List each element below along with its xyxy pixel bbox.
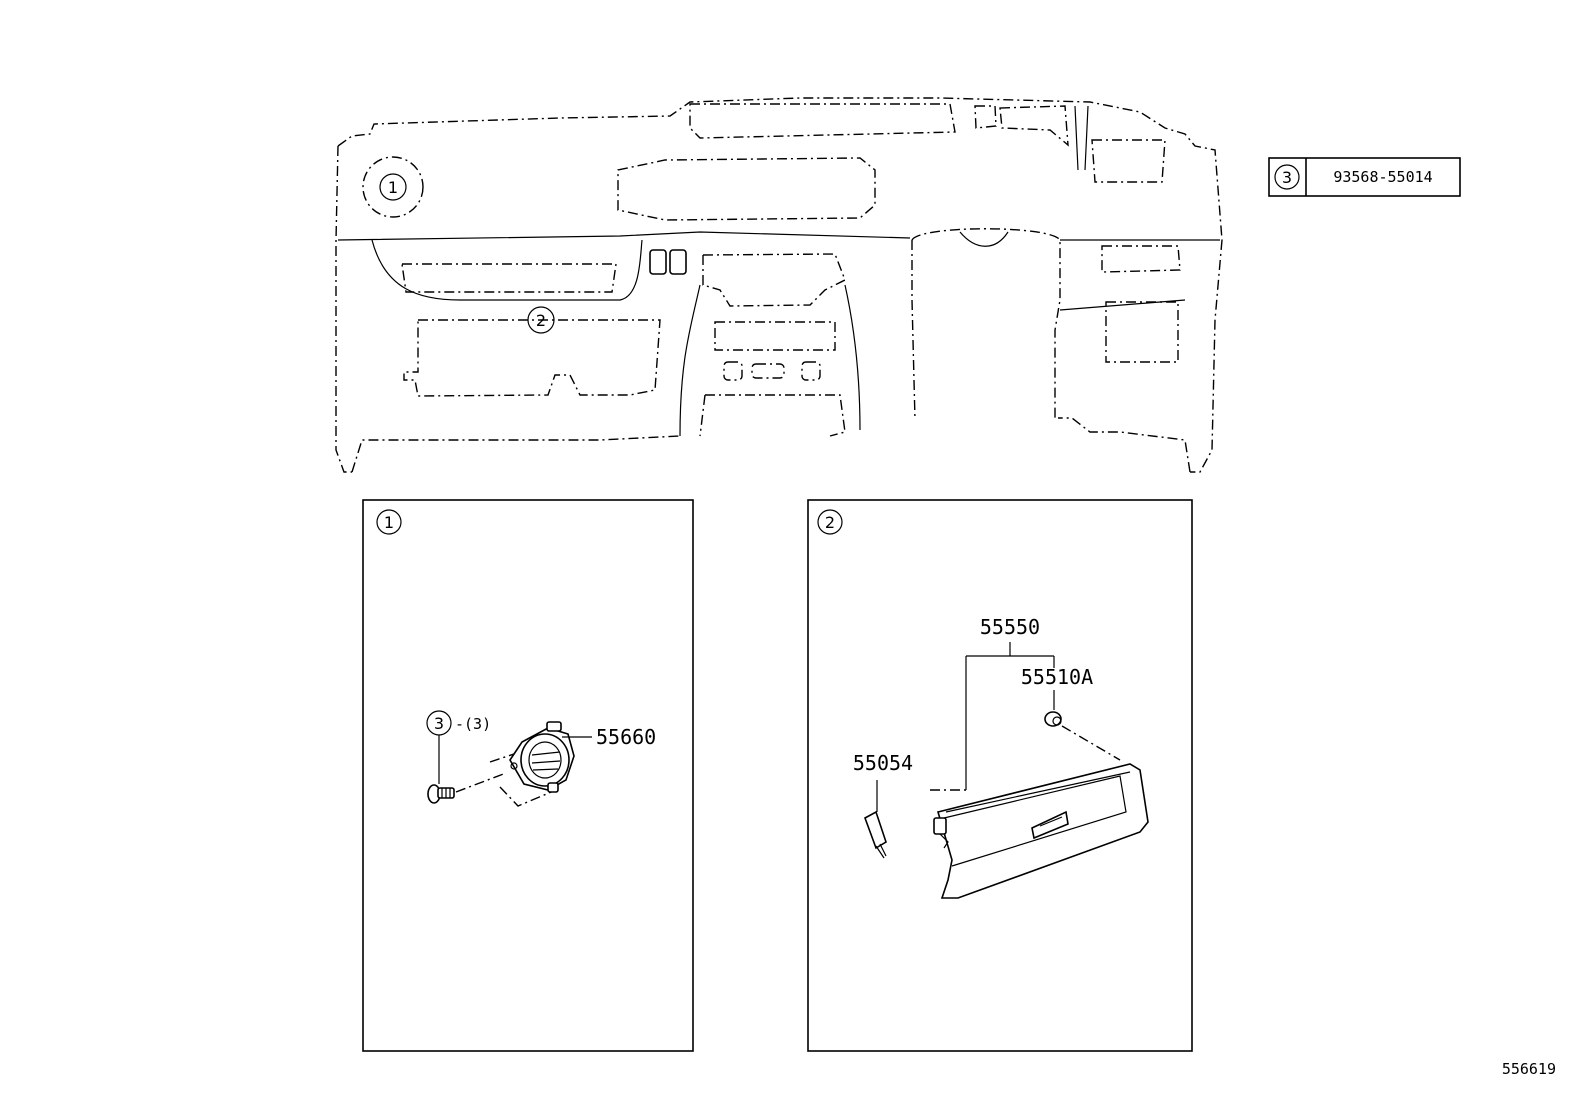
detail-panel-1 (362, 499, 694, 1052)
overview-callout-2 (527, 306, 555, 334)
damper-icon (864, 810, 887, 859)
legend-part-number: 93568-55014 (1333, 168, 1432, 186)
legend-box (1268, 157, 1461, 197)
panel-1-tag: 1 (384, 513, 394, 532)
panel-2-damper-part: 55054 (853, 751, 913, 775)
panel-2-clip-part: 55510A (1021, 665, 1093, 689)
instrument-panel-outline (335, 97, 1223, 473)
overview-callout-2-label: 2 (536, 311, 546, 330)
panel-2-tag: 2 (825, 513, 835, 532)
screw-icon (427, 784, 455, 804)
glove-box-icon (933, 763, 1149, 899)
clip-icon (1044, 711, 1062, 727)
legend-callout-label: 3 (1282, 168, 1292, 187)
panel-2-assembly-part: 55550 (980, 615, 1040, 639)
detail-panel-2 (807, 499, 1193, 1052)
illustration-id: 556619 (1502, 1060, 1556, 1078)
panel-2-tag-circle (817, 509, 843, 535)
panel-1-screw-qty: -(3) (455, 715, 491, 733)
panel-1-tag-circle (376, 509, 402, 535)
overview-callout-1 (379, 173, 407, 201)
panel-1-screw-ref: 3 (434, 714, 444, 733)
overview-callout-1-label: 1 (388, 178, 398, 197)
air-vent-icon (489, 721, 575, 807)
panel-1-vent-part: 55660 (596, 725, 656, 749)
legend-callout-circle (1274, 164, 1300, 190)
